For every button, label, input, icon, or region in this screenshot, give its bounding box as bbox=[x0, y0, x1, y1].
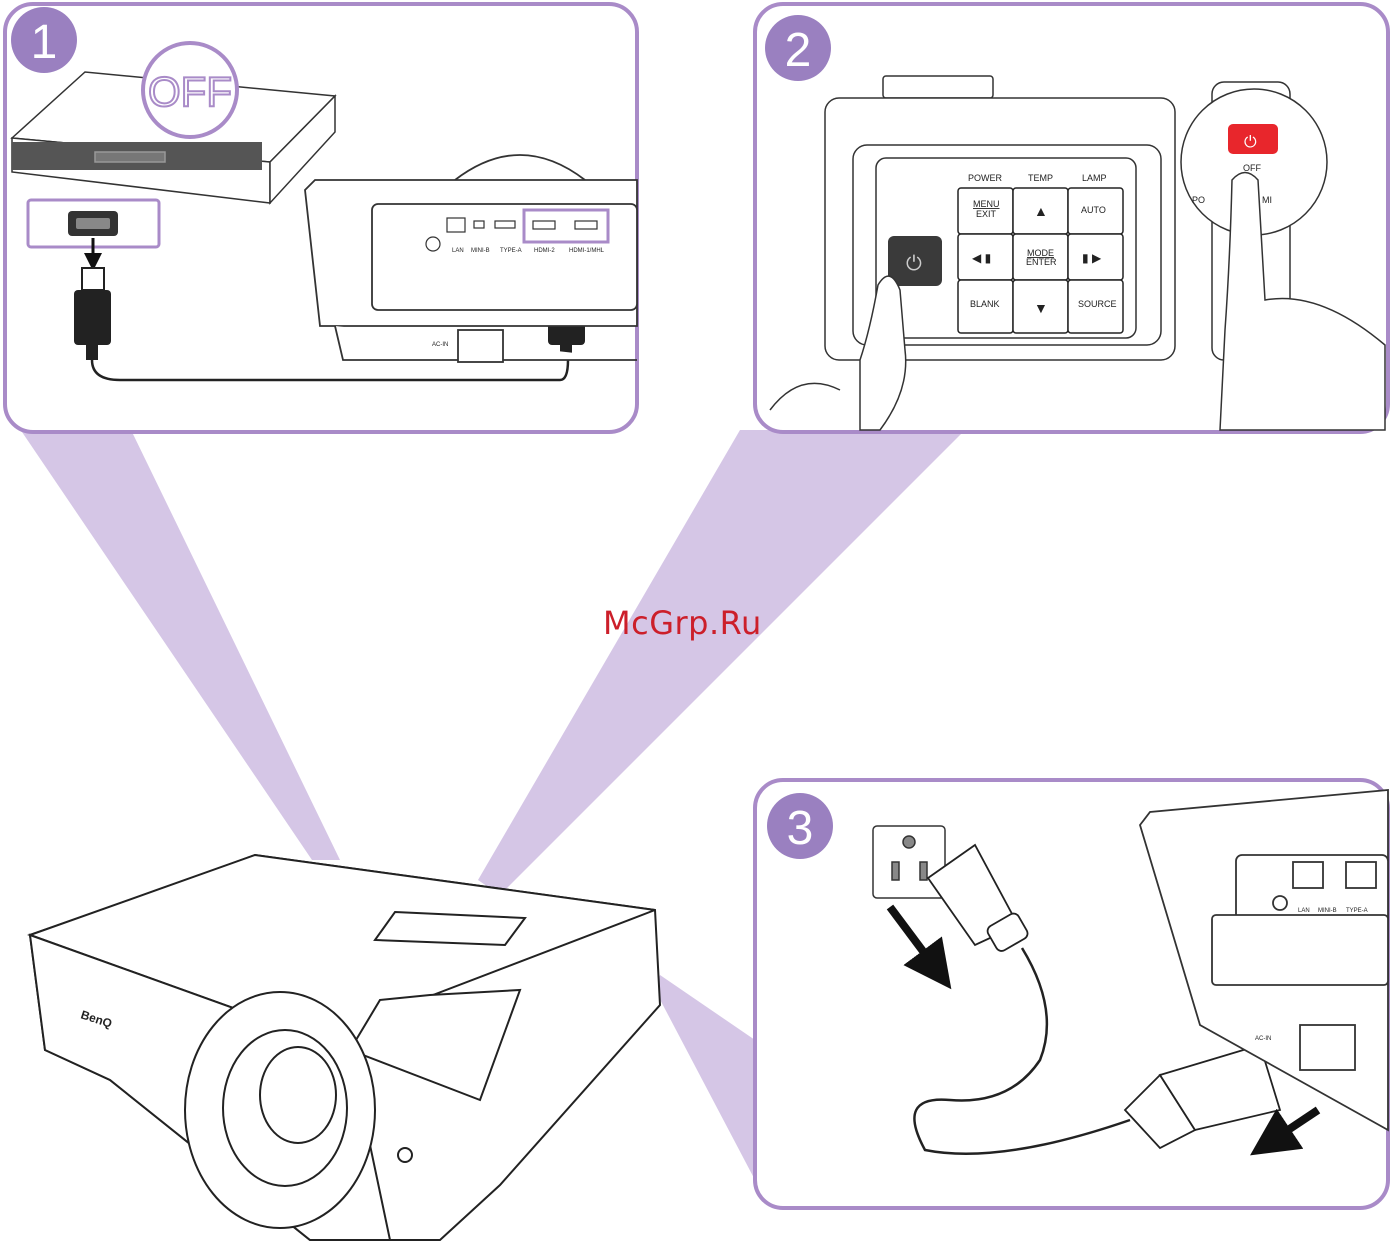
key-source[interactable]: SOURCE bbox=[1078, 299, 1117, 309]
key-down-icon[interactable]: ▼ bbox=[1034, 300, 1048, 316]
remote-power-icon: ⏻ bbox=[1244, 134, 1257, 151]
remote-off-label: OFF bbox=[1243, 163, 1261, 173]
key-blank[interactable]: BLANK bbox=[970, 299, 1000, 309]
step-2-panel: 2 POWER TEMP LAMP MENU EXIT ▲ AUTO ◀ ▮ M… bbox=[755, 4, 1388, 432]
callout-beam-3 bbox=[655, 975, 755, 1180]
key-right-icon[interactable]: ▮ ▶ bbox=[1082, 251, 1102, 265]
off-badge-label: OFF bbox=[148, 68, 232, 115]
port-label-hdmi1-mhl: HDMI-1/MHL bbox=[569, 248, 605, 254]
key-left-icon[interactable]: ◀ ▮ bbox=[972, 251, 991, 265]
main-projector bbox=[30, 855, 660, 1240]
label-temp: TEMP bbox=[1028, 173, 1053, 183]
port-label-mini-b: MINI-B bbox=[471, 248, 490, 254]
port3-label-mini-b: MINI-B bbox=[1318, 908, 1337, 914]
step-1-panel: 1 OFF bbox=[5, 4, 637, 432]
power-icon: ⏻ bbox=[906, 253, 922, 275]
key-menu[interactable]: MENU bbox=[973, 199, 1000, 209]
watermark: McGrp.Ru bbox=[603, 604, 762, 642]
port3-label-usb-type-a: TYPE-A bbox=[1346, 908, 1368, 914]
step-3-number: 3 bbox=[787, 802, 814, 855]
port3-label-lan: LAN bbox=[1298, 908, 1310, 914]
step-2-number: 2 bbox=[785, 24, 812, 77]
remote-key-right[interactable]: MI bbox=[1262, 195, 1272, 205]
port3-label-ac-in: AC-IN bbox=[1255, 1036, 1271, 1042]
label-lamp: LAMP bbox=[1082, 173, 1107, 183]
port-label-lan: LAN bbox=[452, 248, 464, 254]
callout-beam-1 bbox=[22, 432, 340, 860]
key-up-icon[interactable]: ▲ bbox=[1034, 203, 1048, 219]
port-label-usb-type-a: TYPE-A bbox=[500, 248, 522, 254]
key-exit[interactable]: EXIT bbox=[976, 209, 997, 219]
remote-key-left[interactable]: PO bbox=[1192, 195, 1205, 205]
key-enter[interactable]: ENTER bbox=[1026, 257, 1057, 267]
step-3-panel: 3 LAN MINI-B TYP bbox=[755, 780, 1388, 1208]
port-label-ac-in: AC-IN bbox=[432, 342, 448, 348]
label-power: POWER bbox=[968, 173, 1003, 183]
step-1-number: 1 bbox=[31, 16, 58, 69]
key-auto[interactable]: AUTO bbox=[1081, 205, 1106, 215]
port-label-hdmi2: HDMI-2 bbox=[534, 248, 555, 254]
